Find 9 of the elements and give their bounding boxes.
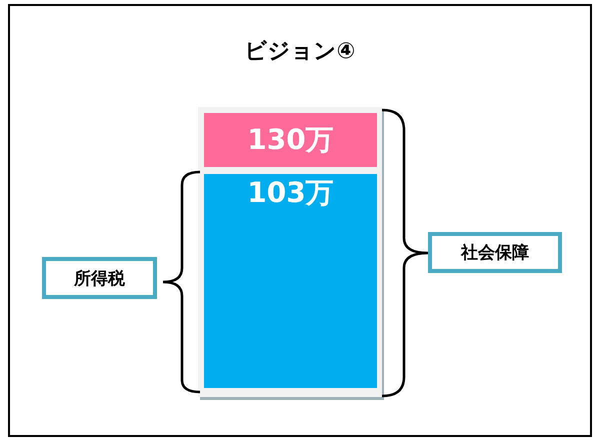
value-label: 103万: [247, 175, 334, 211]
bar-segment: [204, 113, 377, 167]
category-label: 所得税: [74, 268, 125, 290]
title: ビジョン④: [244, 38, 356, 66]
value-label: 130万: [247, 122, 334, 158]
label-box: [42, 257, 157, 299]
bar-segment: [204, 174, 377, 388]
label-box: [428, 232, 562, 273]
category-label: 社会保障: [461, 242, 529, 264]
